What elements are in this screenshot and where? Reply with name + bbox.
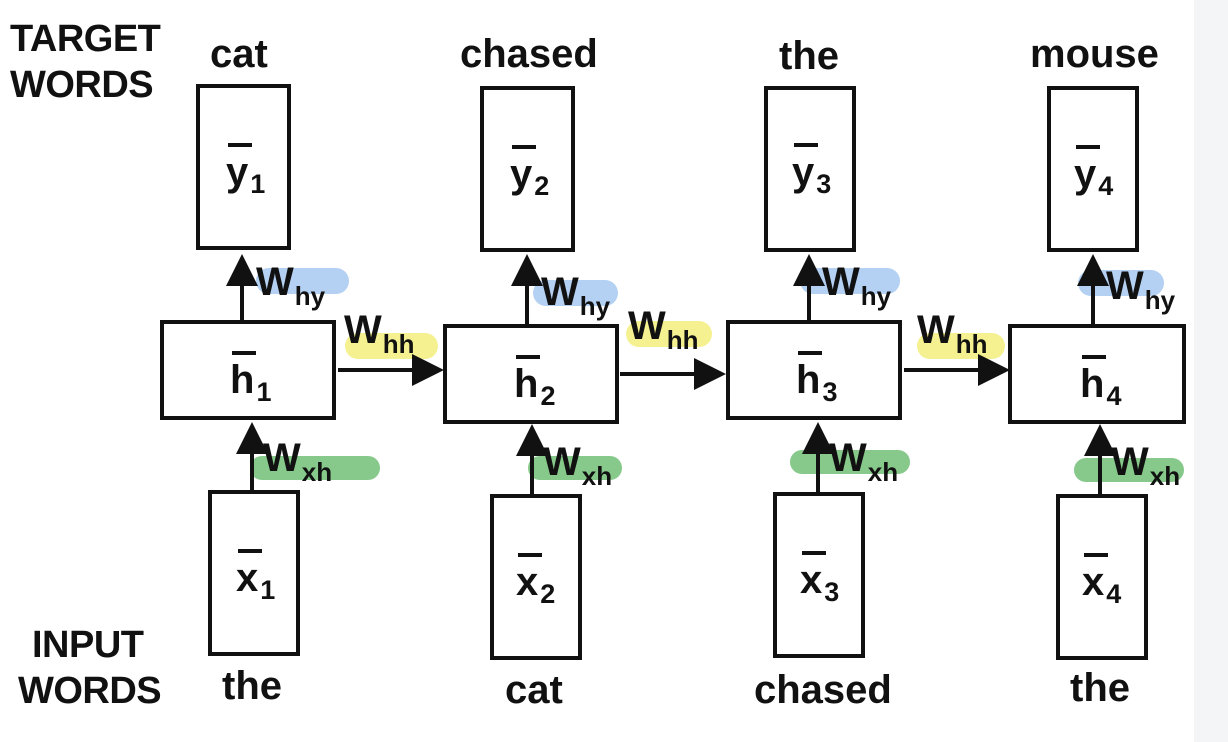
input-vector-label: x4 xyxy=(1082,553,1121,609)
hidden-vector-label: h1 xyxy=(230,351,271,407)
weight-whh-label: Whh xyxy=(344,308,415,359)
input-word: the xyxy=(222,664,282,708)
output-vector-label: y1 xyxy=(226,143,265,199)
weight-why-label: Why xyxy=(541,270,611,321)
why-highlight xyxy=(533,280,618,306)
target-word: the xyxy=(779,34,839,78)
weight-why-label: Why xyxy=(1106,264,1176,315)
weight-wxh-label: Wxh xyxy=(263,436,333,487)
weight-whh-label: Whh xyxy=(917,308,988,359)
weight-why-label: Why xyxy=(256,260,326,311)
input-word: chased xyxy=(754,668,892,712)
input-vector-label: x2 xyxy=(516,553,555,609)
input-box-x4 xyxy=(1056,494,1148,660)
input-word: cat xyxy=(505,668,563,712)
input-vector-label: x1 xyxy=(236,549,275,605)
input-box-x3 xyxy=(773,492,865,658)
weight-whh-label: Whh xyxy=(628,304,699,355)
weight-wxh-label: Wxh xyxy=(543,440,613,491)
input-box-x1 xyxy=(208,490,300,656)
output-box-y2 xyxy=(480,86,575,252)
weight-why-label: Why xyxy=(822,260,892,311)
output-vector-label: y3 xyxy=(792,143,831,199)
why-highlight xyxy=(256,268,349,294)
weight-wxh-label: Wxh xyxy=(829,436,899,487)
hidden-box-h3 xyxy=(726,320,902,420)
input-word: the xyxy=(1070,666,1130,710)
hidden-box-h4 xyxy=(1008,324,1186,424)
wxh-highlight xyxy=(250,456,380,480)
hidden-box-h2 xyxy=(443,324,619,424)
target-word: chased xyxy=(460,32,598,76)
input-vector-label: x3 xyxy=(800,551,839,607)
weight-wxh-label: Wxh xyxy=(1111,440,1181,491)
hidden-vector-label: h4 xyxy=(1080,355,1121,411)
input-box-x2 xyxy=(490,494,582,660)
target-word: mouse xyxy=(1030,32,1159,76)
hidden-vector-label: h3 xyxy=(796,351,837,407)
arrows-layer xyxy=(226,254,1116,496)
output-box-y4 xyxy=(1047,86,1139,252)
hidden-box-h1 xyxy=(160,320,336,420)
target-words-label: TARGET WORDS xyxy=(10,16,161,108)
wxh-highlight xyxy=(1074,458,1184,482)
target-label-line2: WORDS xyxy=(10,64,154,106)
whh-highlight xyxy=(626,321,712,347)
wxh-highlight xyxy=(528,456,622,480)
input-words-label: INPUT WORDS xyxy=(18,622,162,714)
target-label-line1: TARGET xyxy=(10,18,161,60)
output-vector-label: y2 xyxy=(510,145,549,201)
output-vector-label: y4 xyxy=(1074,145,1113,201)
target-word: cat xyxy=(210,32,268,76)
output-box-y1 xyxy=(196,84,291,250)
hidden-vector-label: h2 xyxy=(514,355,555,411)
input-label-line2: WORDS xyxy=(18,670,162,712)
input-label-line1: INPUT xyxy=(32,624,144,666)
diagram-canvas: TARGET WORDS INPUT WORDS cat chased the … xyxy=(0,0,1194,742)
output-box-y3 xyxy=(764,86,856,252)
wxh-highlight xyxy=(790,450,910,474)
